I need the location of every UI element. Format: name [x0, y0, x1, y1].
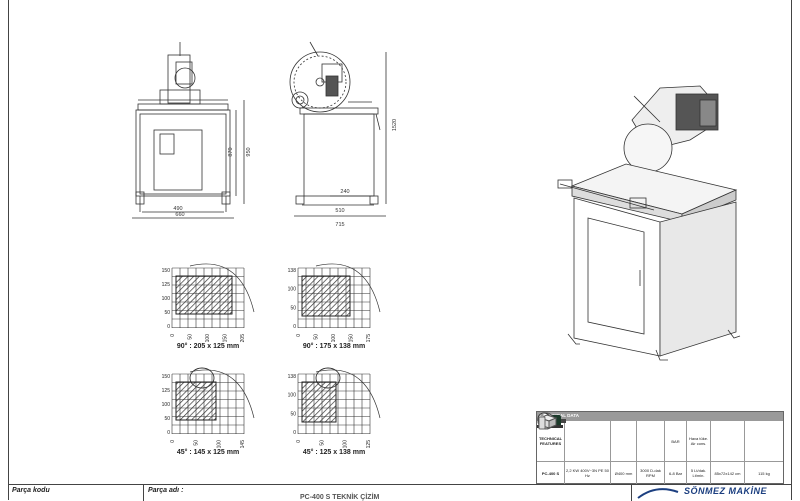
y-tick-label: 50: [164, 310, 170, 316]
y-tick-label: 0: [293, 430, 296, 436]
isometric-view: [557, 85, 741, 361]
x-tick-label: 50: [193, 440, 199, 446]
y-tick-label: 138: [288, 268, 297, 274]
x-tick-label: 150: [223, 334, 229, 343]
side-view: [289, 41, 387, 217]
pressure-note: Hava tüke. Air cons.: [688, 436, 709, 446]
y-tick-label: 125: [162, 388, 171, 394]
brand-swoosh-icon: [637, 488, 679, 499]
drawing-title: PC-400 S TEKNİK ÇİZİM: [300, 494, 380, 501]
title-block: Parça kodu Parça adı :: [8, 484, 792, 501]
part-code-label: Parça kodu: [8, 485, 144, 501]
dim-side-total-height: 1520: [392, 119, 398, 131]
sheet-frame: [8, 0, 792, 500]
blade-value: Ø400 mm: [611, 462, 637, 484]
tech-row-icons: TECHNICAL FEATURES BAR Hava tüke. Air co…: [537, 412, 783, 461]
weight-icon: [538, 414, 783, 461]
x-tick-label: 100: [205, 334, 211, 343]
pressure-value: 6-8 Bar: [665, 462, 687, 484]
brand-name: SÖNMEZ MAKİNE: [684, 486, 767, 496]
y-tick-label: 100: [288, 393, 297, 399]
speed-icon: [537, 412, 665, 461]
dim-front-inner-width: 490: [173, 206, 182, 212]
x-tick-label: 145: [240, 440, 246, 449]
dim-front-table-height: 870: [228, 147, 234, 156]
technical-data-table: TECHNICAL DATA TECHNICAL FEATURES BAR Ha…: [536, 411, 784, 484]
y-tick-label: 50: [290, 411, 296, 417]
x-tick-label: 0: [170, 334, 176, 337]
dim-front-total-height: 950: [246, 147, 252, 156]
dim-side-total-depth: 715: [335, 222, 344, 228]
air-cell: Hava tüke. Air cons.: [537, 412, 711, 461]
dimensions-icon: [538, 414, 745, 461]
tech-row-values: PC-400 S 2,2 KW 400V~3N PE 50 Hz Ø400 mm…: [537, 461, 783, 484]
x-tick-label: 100: [217, 440, 223, 449]
motor-icon: [537, 415, 611, 461]
x-tick-label: 50: [314, 334, 320, 340]
dim-side-base-depth: 510: [335, 208, 344, 214]
y-tick-label: 0: [167, 430, 170, 436]
y-tick-label: 50: [290, 305, 296, 311]
tech-table-heading: TECHNICAL DATA: [537, 412, 783, 420]
model-value: PC-400 S: [537, 462, 565, 484]
dim-front-outer-width: 660: [175, 212, 184, 218]
x-tick-label: 100: [331, 334, 337, 343]
y-tick-label: 138: [288, 374, 297, 380]
x-tick-label: 205: [240, 334, 246, 343]
y-tick-label: 50: [164, 416, 170, 422]
x-tick-label: 0: [296, 440, 302, 443]
motor-value: 2,2 KW 400V~3N PE 50 Hz: [565, 462, 611, 484]
y-tick-label: 0: [167, 324, 170, 330]
blade-icon: [537, 412, 637, 461]
weight-value: 115 kg: [758, 470, 770, 476]
x-tick-label: 175: [366, 334, 372, 343]
x-tick-label: 0: [170, 440, 176, 443]
x-tick-label: 50: [319, 440, 325, 446]
y-tick-label: 150: [162, 374, 171, 380]
y-tick-label: 150: [162, 268, 171, 274]
x-tick-label: 0: [296, 334, 302, 337]
y-tick-label: 100: [288, 287, 297, 293]
cut-diagram-caption: 90° : 205 x 125 mm: [177, 342, 239, 350]
y-tick-label: 125: [162, 282, 171, 288]
part-name-label: Parça adı :: [144, 485, 632, 501]
air-value: 5 Lt/dak. Lt/min.: [687, 462, 711, 484]
cut-diagram-caption: 90° : 175 x 138 mm: [303, 342, 365, 350]
cut-diagram-caption: 45° : 125 x 138 mm: [303, 448, 365, 456]
y-tick-label: 100: [162, 296, 171, 302]
y-tick-label: 100: [162, 402, 171, 408]
x-tick-label: 100: [343, 440, 349, 449]
y-tick-label: 0: [293, 324, 296, 330]
tech-row-label: TECHNICAL FEATURES: [537, 421, 565, 461]
cut-diagram-caption: 45° : 145 x 125 mm: [177, 448, 239, 456]
x-tick-label: 50: [188, 334, 194, 340]
x-tick-label: 150: [349, 334, 355, 343]
brand-logo: SÖNMEZ MAKİNE: [636, 486, 786, 500]
x-tick-label: 125: [366, 440, 372, 449]
dimensions-value: 85x72x142 cm: [711, 462, 745, 484]
pressure-cell: BAR: [665, 421, 687, 461]
speed-value: 3000 D-dak RPM: [637, 462, 665, 484]
dim-side-inner-depth: 240: [340, 189, 349, 195]
front-view: [132, 42, 245, 219]
pressure-unit-label: BAR: [671, 438, 680, 444]
